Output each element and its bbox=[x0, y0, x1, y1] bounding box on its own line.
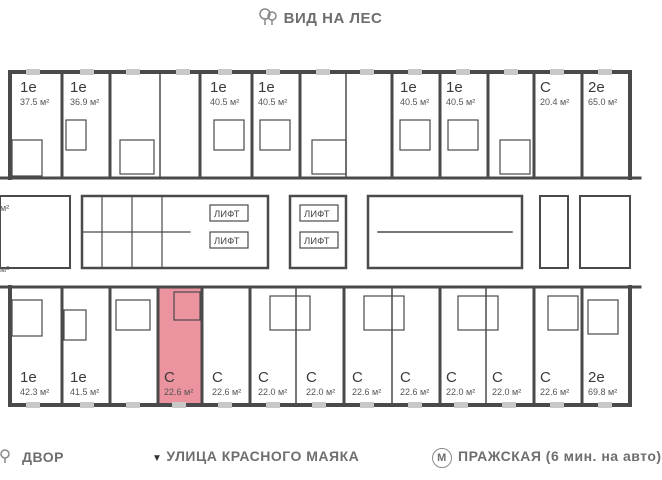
apartment-area: 22.6 м² bbox=[212, 387, 241, 397]
apartment-type: 1е bbox=[210, 79, 227, 96]
apartment-area: 22.0 м² bbox=[446, 387, 475, 397]
lift-label: ЛИФТ bbox=[214, 209, 240, 220]
apartment-bottom-0[interactable]: 1е 42.3 м² bbox=[20, 369, 49, 397]
side-area-label: м² bbox=[0, 203, 9, 213]
arrow-down-icon: ▼ bbox=[152, 453, 163, 464]
lift-box bbox=[209, 204, 249, 222]
apartment-type: С bbox=[258, 369, 269, 386]
apartment-type: С bbox=[164, 369, 175, 386]
apartment-type: С bbox=[400, 369, 411, 386]
lift-group-left: ЛИФТ ЛИФТ bbox=[209, 204, 249, 249]
apartment-area: 69.8 м² bbox=[588, 387, 617, 397]
lift-box bbox=[299, 204, 339, 222]
apartment-bottom-10[interactable]: С 22.6 м² bbox=[540, 369, 569, 397]
footer-yard: ДВОР bbox=[0, 448, 64, 465]
apartment-type: 1е bbox=[446, 79, 463, 96]
apartment-bottom-7[interactable]: С 22.6 м² bbox=[400, 369, 429, 397]
apartment-bottom-2-selected[interactable]: С 22.6 м² bbox=[164, 369, 193, 397]
apartment-bottom-5[interactable]: С 22.0 м² bbox=[306, 369, 335, 397]
lift-label: ЛИФТ bbox=[304, 209, 330, 220]
footer-metro: М ПРАЖСКАЯ (6 мин. на авто) bbox=[432, 448, 661, 468]
apartment-area: 41.5 м² bbox=[70, 387, 99, 397]
apartment-type: 1е bbox=[70, 369, 87, 386]
apartment-area: 22.6 м² bbox=[164, 387, 193, 397]
footer-street-label: УЛИЦА КРАСНОГО МАЯКА bbox=[166, 448, 360, 464]
apartment-top-7[interactable]: 2е 65.0 м² bbox=[588, 79, 617, 107]
apartment-area: 22.6 м² bbox=[540, 387, 569, 397]
apartment-area: 65.0 м² bbox=[588, 97, 617, 107]
apartment-type: 1е bbox=[20, 369, 37, 386]
apartment-type: 1е bbox=[258, 79, 275, 96]
apartment-area: 36.9 м² bbox=[70, 97, 99, 107]
apartment-type: 1е bbox=[400, 79, 417, 96]
apartment-type: 2е bbox=[588, 369, 605, 386]
apartment-area: 20.4 м² bbox=[540, 97, 569, 107]
apartment-area: 40.5 м² bbox=[400, 97, 429, 107]
apartment-area: 22.0 м² bbox=[258, 387, 287, 397]
apartment-area: 22.0 м² bbox=[492, 387, 521, 397]
apartment-area: 40.5 м² bbox=[210, 97, 239, 107]
apartment-type: С bbox=[540, 79, 551, 96]
lift-label: ЛИФТ bbox=[304, 236, 330, 247]
apartment-bottom-9[interactable]: С 22.0 м² bbox=[492, 369, 521, 397]
apartment-top-0[interactable]: 1е 37.5 м² bbox=[20, 79, 49, 107]
apartment-area: 40.5 м² bbox=[258, 97, 287, 107]
apartment-area: 42.3 м² bbox=[20, 387, 49, 397]
selected-apartment-highlight[interactable] bbox=[158, 288, 201, 405]
footer-street: ▼УЛИЦА КРАСНОГО МАЯКА bbox=[152, 448, 359, 464]
apartment-bottom-3[interactable]: С 22.6 м² bbox=[212, 369, 241, 397]
floor-plan: ЛИФТ ЛИФТ ЛИФТ ЛИФТ м² м² 1е 37.5 м² 1е … bbox=[0, 69, 642, 408]
apartment-type: С bbox=[540, 369, 551, 386]
apartment-type: С bbox=[212, 369, 223, 386]
apartment-bottom-8[interactable]: С 22.0 м² bbox=[446, 369, 475, 397]
apartment-top-5[interactable]: 1е 40.5 м² bbox=[446, 79, 475, 107]
tree-icon bbox=[0, 449, 10, 463]
apartment-area: 22.0 м² bbox=[306, 387, 335, 397]
apartment-type: С bbox=[446, 369, 457, 386]
apartment-type: 2е bbox=[588, 79, 605, 96]
metro-icon: М bbox=[432, 448, 452, 468]
side-area-label: м² bbox=[0, 264, 9, 274]
apartment-area: 22.6 м² bbox=[352, 387, 381, 397]
lift-label: ЛИФТ bbox=[214, 236, 240, 247]
lift-box bbox=[209, 231, 249, 249]
apartment-area: 40.5 м² bbox=[446, 97, 475, 107]
apartment-type: С bbox=[352, 369, 363, 386]
view-header-title: ВИД НА ЛЕС bbox=[283, 10, 383, 27]
apartment-type: С bbox=[492, 369, 503, 386]
apartment-bottom-6[interactable]: С 22.6 м² bbox=[352, 369, 381, 397]
apartment-top-2[interactable]: 1е 40.5 м² bbox=[210, 79, 239, 107]
apartment-area: 37.5 м² bbox=[20, 97, 49, 107]
lift-group-right: ЛИФТ ЛИФТ bbox=[299, 204, 339, 249]
apartment-bottom-4[interactable]: С 22.0 м² bbox=[258, 369, 287, 397]
lift-box bbox=[299, 231, 339, 249]
apartment-type: С bbox=[306, 369, 317, 386]
footer-yard-label: ДВОР bbox=[22, 449, 64, 465]
apartment-area: 22.6 м² bbox=[400, 387, 429, 397]
apartment-top-3[interactable]: 1е 40.5 м² bbox=[258, 79, 287, 107]
apartment-top-6[interactable]: С 20.4 м² bbox=[540, 79, 569, 107]
apartment-top-1[interactable]: 1е 36.9 м² bbox=[70, 79, 99, 107]
apartment-type: 1е bbox=[20, 79, 37, 96]
apartment-top-4[interactable]: 1е 40.5 м² bbox=[400, 79, 429, 107]
view-header: ВИД НА ЛЕС bbox=[0, 8, 640, 27]
apartment-bottom-11[interactable]: 2е 69.8 м² bbox=[588, 369, 617, 397]
tree-icon bbox=[258, 8, 277, 25]
apartment-type: 1е bbox=[70, 79, 87, 96]
apartment-bottom-1[interactable]: 1е 41.5 м² bbox=[70, 369, 99, 397]
footer-metro-label: ПРАЖСКАЯ (6 мин. на авто) bbox=[458, 448, 662, 464]
